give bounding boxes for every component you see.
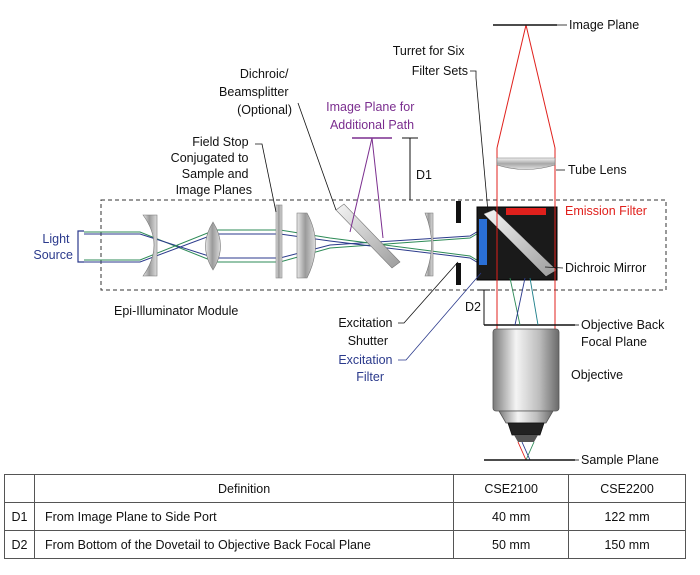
excitation-filter-label: Excitation Filter — [338, 353, 396, 384]
excitation-filter-leader — [398, 272, 482, 361]
field-stop-label: Field Stop Conjugated to Sample and Imag… — [171, 135, 252, 197]
table-cell-definition: From Image Plane to Side Port — [33, 502, 455, 531]
table-cell-cse2200: 150 mm — [568, 530, 686, 559]
emission-filter-element — [506, 208, 546, 215]
table-header-cse2200: CSE2200 — [568, 474, 686, 503]
table-cell-cse2100: 40 mm — [453, 502, 570, 531]
d1-dimension — [402, 137, 418, 200]
table-header-blank — [4, 474, 35, 503]
collector-lens-1 — [142, 214, 158, 277]
light-source-bracket — [77, 230, 84, 263]
relay-lens-1 — [296, 212, 316, 279]
dichroic-beamsplitter-label: Dichroic/ Beamsplitter (Optional) — [219, 67, 292, 117]
distance-spec-table: Definition CSE2100 CSE2200 D1 From Image… — [4, 474, 686, 559]
table-row: D1 From Image Plane to Side Port 40 mm 1… — [4, 502, 686, 531]
objective-body — [492, 328, 560, 442]
table-header-row: Definition CSE2100 CSE2200 — [4, 474, 686, 503]
d2-label: D2 — [465, 300, 481, 314]
table-cell-id: D1 — [4, 502, 35, 531]
dichroic-mirror-element — [483, 209, 557, 277]
additional-path-rays — [349, 137, 392, 239]
excitation-shutter-label: Excitation Shutter — [338, 316, 396, 348]
collector-lens-2 — [205, 221, 221, 271]
objective-label: Objective — [571, 368, 623, 382]
tube-lens-label: Tube Lens — [568, 163, 627, 177]
light-source-label: Light Source — [33, 232, 73, 262]
excitation-shutter-bottom — [456, 263, 461, 285]
table-header-definition: Definition — [33, 474, 455, 503]
table-cell-cse2100: 50 mm — [453, 530, 570, 559]
emission-filter-label: Emission Filter — [565, 204, 647, 218]
image-plane-additional-label: Image Plane for Additional Path — [326, 100, 418, 132]
sample-rays — [517, 441, 535, 461]
image-plane-label: Image Plane — [569, 18, 639, 32]
objective-rays — [509, 277, 539, 326]
excitation-shutter-top — [456, 201, 461, 223]
epi-module-label: Epi-Illuminator Module — [114, 304, 238, 318]
table-header-cse2100: CSE2100 — [453, 474, 570, 503]
excitation-filter-element — [479, 219, 487, 265]
sample-plane-label: Sample Plane — [581, 453, 659, 465]
dichroic-mirror-label: Dichroic Mirror — [565, 261, 646, 275]
d1-label: D1 — [416, 168, 432, 182]
d2-dimension — [478, 289, 490, 325]
optical-path-diagram: Image Plane Turret for Six Filter Sets D… — [33, 18, 668, 465]
table-cell-id: D2 — [4, 530, 35, 559]
leader-lines — [255, 24, 579, 461]
relay-lens-2 — [424, 212, 434, 277]
turret-label: Turret for Six Filter Sets — [393, 44, 468, 78]
table-cell-cse2200: 122 mm — [568, 502, 686, 531]
objective-back-focal-label: Objective Back Focal Plane — [581, 318, 668, 349]
emission-rays — [496, 24, 556, 330]
field-stop-plate — [275, 204, 283, 279]
optional-beamsplitter — [335, 203, 401, 269]
table-row: D2 From Bottom of the Dovetail to Object… — [4, 530, 686, 559]
epi-module-box — [100, 199, 667, 291]
tube-lens — [496, 157, 556, 170]
table-cell-definition: From Bottom of the Dovetail to Objective… — [33, 530, 455, 559]
